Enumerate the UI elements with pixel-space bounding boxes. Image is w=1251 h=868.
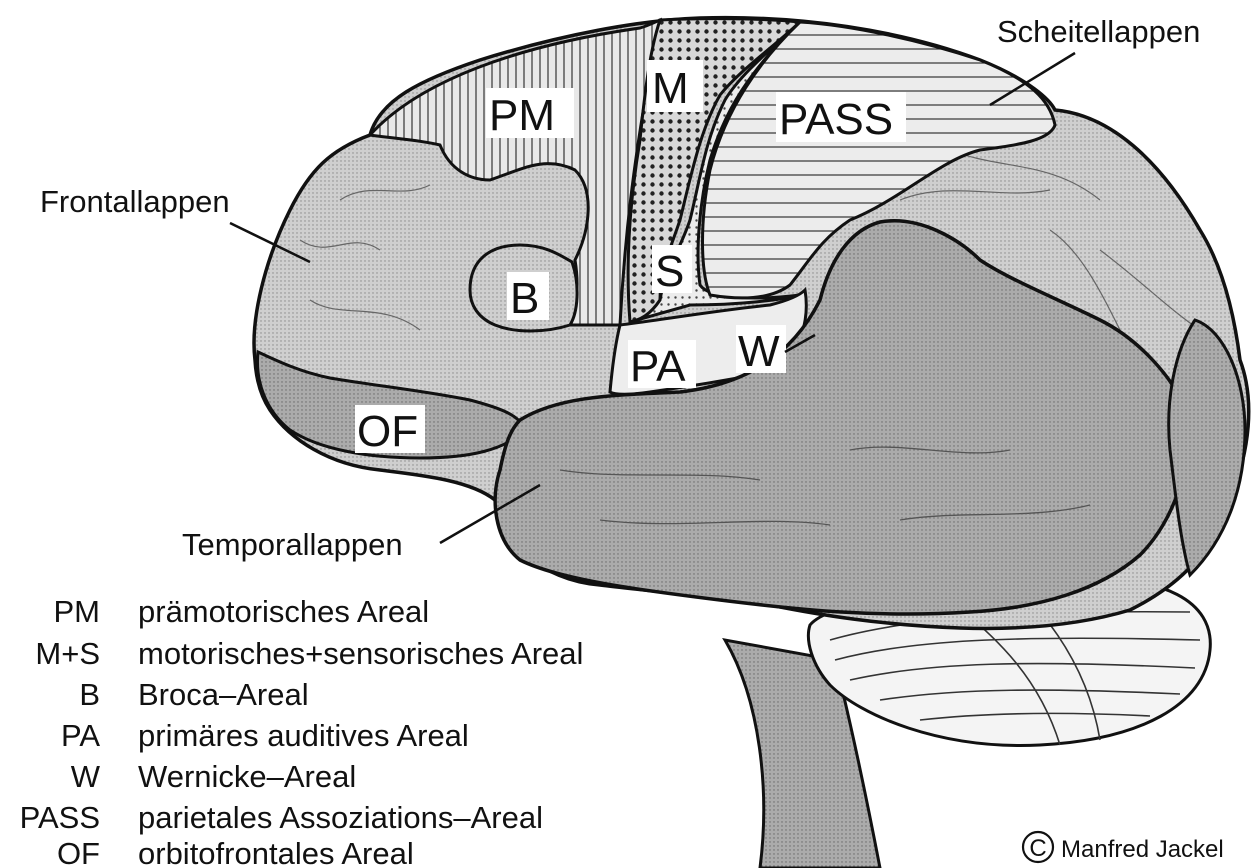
label-w: W — [738, 327, 780, 376]
label-frontal-lobe: Frontallappen — [40, 184, 230, 219]
legend-abbr: M+S — [35, 636, 100, 671]
legend-abbr: PM — [54, 594, 101, 629]
legend-abbr: PA — [61, 718, 100, 753]
copyright-symbol: C — [1029, 835, 1046, 862]
legend-abbr: B — [79, 677, 100, 712]
legend-abbr: W — [71, 759, 101, 794]
label-temporal-lobe: Temporallappen — [182, 527, 403, 562]
legend-text: prämotorisches Areal — [138, 594, 429, 629]
legend-abbr: OF — [57, 836, 100, 868]
label-pass: PASS — [779, 95, 893, 144]
legend-text: Wernicke–Areal — [138, 759, 356, 794]
label-parietal-lobe: Scheitellappen — [997, 14, 1200, 49]
legend: PM prämotorisches Areal M+S motorisches+… — [20, 594, 584, 868]
legend-text: parietales Assoziations–Areal — [138, 800, 543, 835]
label-of: OF — [357, 407, 418, 456]
label-b: B — [510, 274, 539, 323]
label-m: M — [652, 64, 689, 113]
label-s: S — [655, 247, 684, 296]
label-pm: PM — [489, 91, 555, 140]
label-pa: PA — [630, 342, 686, 391]
legend-text: motorisches+sensorisches Areal — [138, 636, 583, 671]
legend-text: orbitofrontales Areal — [138, 836, 414, 868]
copyright-author: Manfred Jackel — [1061, 836, 1224, 863]
legend-abbr: PASS — [20, 800, 100, 835]
legend-text: primäres auditives Areal — [138, 718, 469, 753]
copyright: C Manfred Jackel — [1023, 832, 1224, 863]
legend-text: Broca–Areal — [138, 677, 309, 712]
